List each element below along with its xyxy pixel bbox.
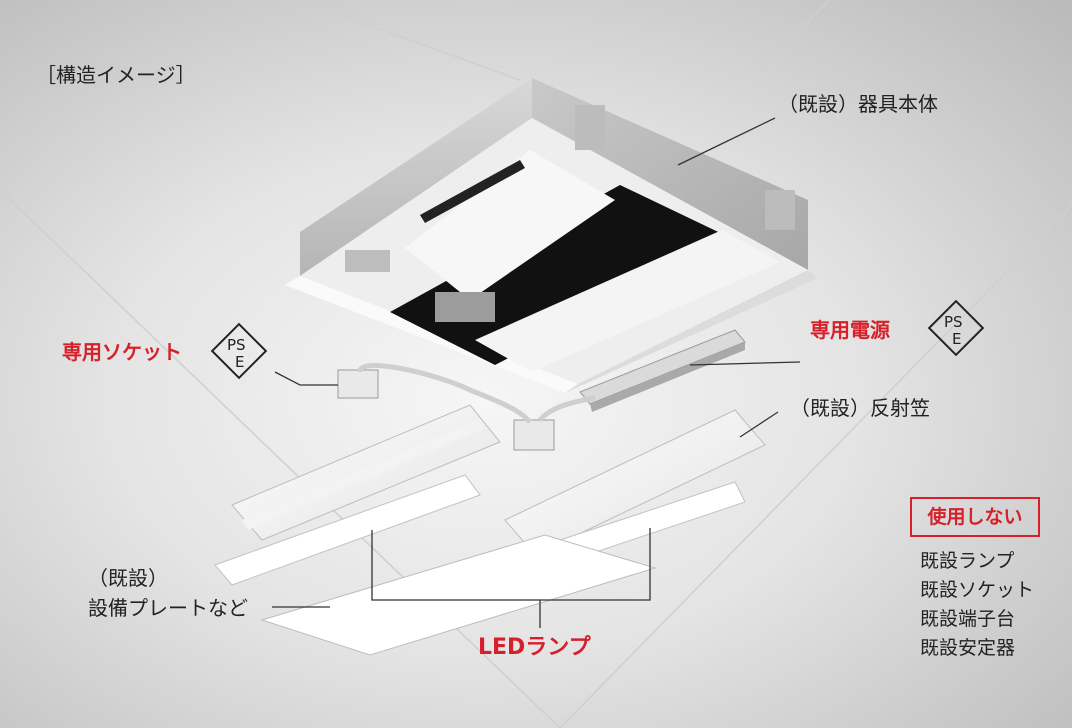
list-item: 既設端子台 (920, 608, 1016, 630)
pse-letter-e: E (952, 330, 962, 348)
label-plate-line2: 設備プレートなど (88, 596, 248, 620)
pse-letter-e: E (235, 353, 245, 371)
not-used-badge: 使用しない (910, 497, 1040, 537)
label-led-lamp: LEDランプ (478, 635, 591, 660)
pse-letters-ps: PS (227, 336, 246, 354)
reflector-left (231, 404, 501, 541)
pse-mark-socket: PS E (208, 320, 270, 382)
list-item: 既設ソケット (920, 579, 1035, 601)
equipment-plate (260, 534, 657, 656)
label-plate-line1: （既設） (88, 566, 168, 590)
led-lamp-left (214, 474, 481, 586)
label-reflector: （既設）反射笠 (790, 396, 930, 420)
label-socket: 専用ソケット (62, 340, 182, 364)
label-fixture-body: （既設）器具本体 (778, 92, 938, 116)
leader-lines (272, 117, 801, 628)
not-used-list: 既設ランプ 既設ソケット 既設端子台 既設安定器 (920, 547, 1034, 663)
list-item: 既設ランプ (920, 550, 1015, 572)
diagram-caption: ［構造イメージ］ (36, 63, 196, 87)
list-item: 既設安定器 (920, 637, 1016, 659)
fixture-body (285, 78, 818, 393)
label-power-supply: 専用電源 (810, 318, 890, 342)
pse-mark-power-supply: PS E (925, 297, 987, 359)
socket-assembly (337, 363, 596, 451)
pse-letters-ps: PS (944, 313, 963, 331)
